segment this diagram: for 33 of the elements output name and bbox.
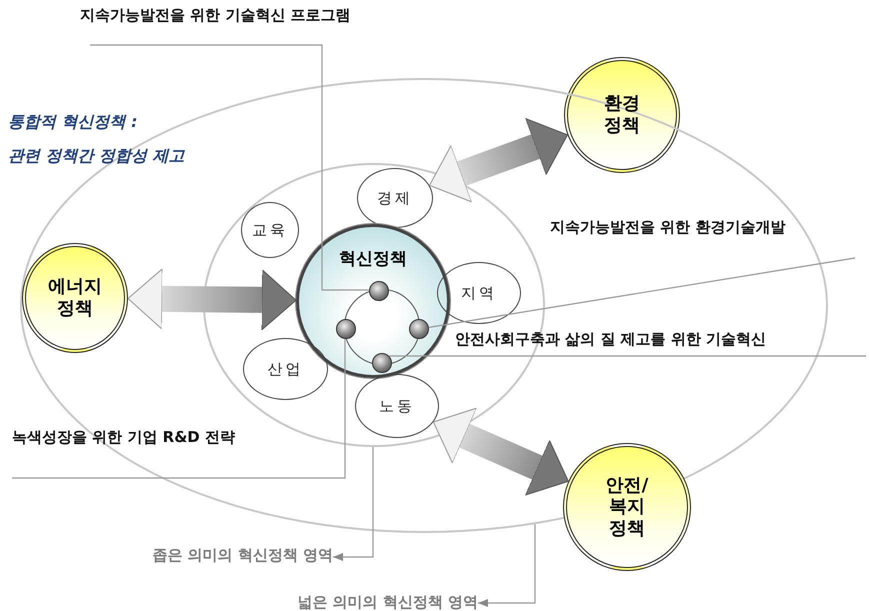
leader-line	[89, 44, 370, 291]
leader-line	[428, 257, 856, 328]
node-label: 환경 정책	[604, 93, 640, 137]
node-label: 지역	[461, 284, 497, 302]
caption-text: 지속가능발전을 위한 환경기술개발	[550, 218, 786, 238]
node-label: 에너지 정책	[48, 276, 102, 320]
node-label: 혁신정책	[338, 248, 408, 270]
node-label: 경제	[377, 188, 413, 208]
sphere-dot	[336, 319, 356, 339]
double-arrow	[428, 118, 568, 202]
caption-text: 좁은 의미의 혁신정책 영역	[152, 546, 333, 565]
leader-line	[12, 338, 346, 479]
caption-text: 안전사회구축과 삶의 질 제고를 위한 기술혁신	[455, 330, 767, 350]
node-label: 교육	[252, 220, 288, 240]
topic-ellipse	[355, 374, 439, 438]
topic-ellipse	[243, 338, 328, 400]
sphere-dot	[409, 319, 429, 339]
note-text: 통합적 혁신정책 :	[8, 112, 138, 133]
node-label: 노동	[379, 396, 415, 416]
caption-text: 지속가능발전을 위한 기술혁신 프로그램	[80, 6, 352, 26]
note-text: 관련 정책간 정합성 제고	[8, 146, 185, 167]
arrow	[478, 524, 536, 607]
sphere-dot	[372, 353, 392, 373]
arrow	[333, 447, 374, 561]
double-arrow	[128, 268, 296, 330]
node-label: 산업	[268, 360, 304, 378]
topic-ellipse	[241, 202, 299, 258]
caption-text: 넓은 의미의 혁신정책 영역	[297, 593, 478, 611]
caption-text: 녹색성장을 위한 기업 R&D 전략	[12, 428, 236, 448]
topic-ellipse	[437, 262, 521, 324]
node-label: 안전/복지 정책	[606, 474, 648, 540]
double-arrow	[432, 408, 569, 496]
sphere-dot	[369, 281, 389, 301]
